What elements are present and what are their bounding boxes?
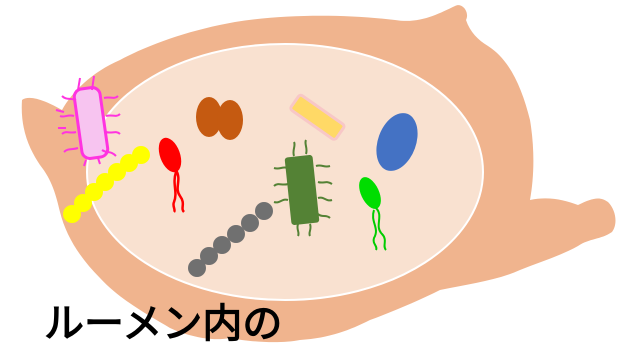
diagram-caption: ルーメン内の bbox=[44, 302, 282, 346]
rumen-inner-chamber bbox=[87, 44, 483, 300]
